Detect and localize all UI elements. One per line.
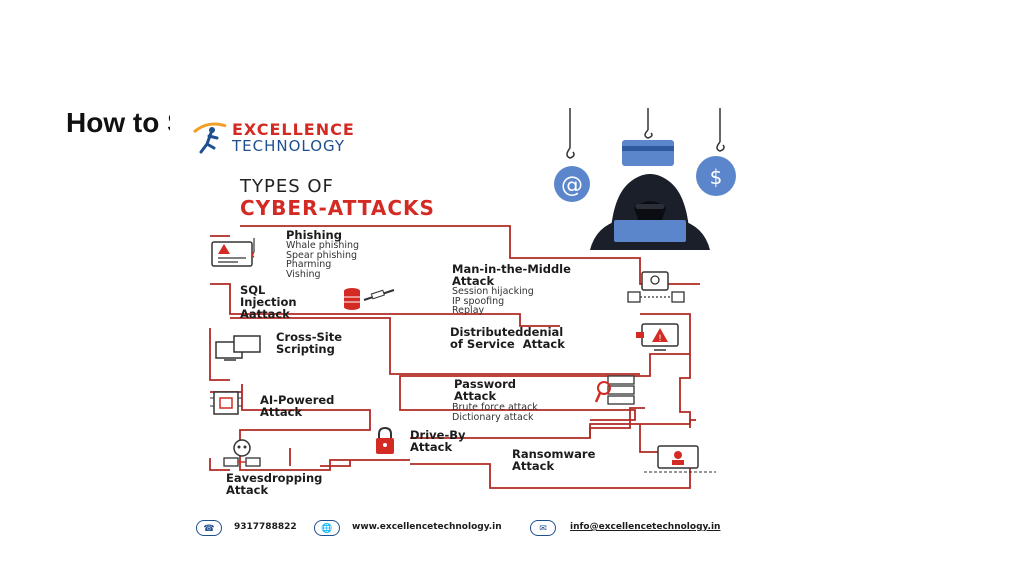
eavesdropping-skull-icon: [223, 439, 261, 467]
contact-footer: ☎ 9317788822 🌐 www.excellencetechnology.…: [196, 518, 756, 540]
ai-chip-icon: [210, 391, 242, 415]
attack-title-sql: SQL Injection Aattack: [240, 283, 297, 321]
contact-email[interactable]: info@excellencetechnology.in: [570, 522, 721, 532]
attack-subtypes-mitm: Session hijacking IP spoofing Replay: [452, 286, 534, 316]
attack-title-ransomware: Ransomware Attack: [512, 447, 596, 473]
attack-title-eavesdropping: Eavesdropping Attack: [226, 471, 323, 497]
cross-site-scripting-monitors-icon: [215, 335, 261, 361]
mail-icon: ✉: [530, 520, 556, 536]
drive-by-lock-icon: [376, 426, 394, 454]
attack-title-mitm: Man-in-the-Middle Attack: [452, 262, 571, 288]
logo-text-line2: TECHNOLOGY: [232, 137, 346, 155]
runner-logo-icon: [193, 122, 227, 154]
globe-icon: 🌐: [314, 520, 340, 536]
phone-icon: ☎: [196, 520, 222, 536]
svg-text:$: $: [710, 165, 723, 189]
ransomware-monitor-icon: [644, 445, 716, 473]
contact-phone: 9317788822: [234, 522, 297, 532]
phishing-email-icon: [211, 238, 255, 267]
attack-subtypes-phishing: Whale phishing Spear phishing Pharming V…: [286, 240, 360, 280]
attack-title-phishing: Phishing: [286, 228, 342, 242]
attack-title-ddos: Distributeddenial of Service Attack: [450, 325, 565, 351]
svg-text:@: @: [561, 173, 583, 198]
attack-subtypes-password: Brute force attack Dictionary attack: [452, 402, 538, 423]
hacker-phishing-illustration-icon: @ $: [554, 108, 736, 250]
heading-cyber-attacks: CYBER-ATTACKS: [240, 196, 435, 220]
svg-text:!: !: [658, 334, 662, 344]
company-logo: EXCELLENCE TECHNOLOGY: [190, 118, 390, 158]
attack-title-password: Password Attack: [454, 377, 516, 403]
attack-title-xss: Cross-Site Scripting: [276, 330, 342, 356]
attack-title-driveby: Drive-By Attack: [410, 428, 466, 454]
attack-title-ai: AI-Powered Attack: [260, 393, 335, 419]
sql-injection-database-syringe-icon: [344, 288, 395, 310]
password-attack-icon: [594, 375, 635, 405]
contact-website[interactable]: www.excellencetechnology.in: [352, 522, 502, 532]
man-in-the-middle-icon: [627, 271, 685, 303]
heading-types-of: TYPES OF: [240, 176, 334, 197]
cyber-attacks-infographic: EXCELLENCE TECHNOLOGY TYPES OF CYBER-ATT…: [170, 108, 770, 548]
attack-flow-path: [209, 225, 700, 489]
logo-text-line1: EXCELLENCE: [232, 120, 355, 139]
ddos-warning-monitor-icon: !: [636, 323, 679, 351]
